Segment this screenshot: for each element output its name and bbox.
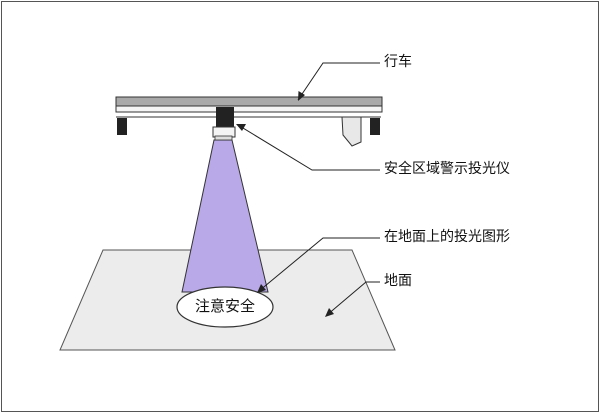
leader-projector [237,124,380,171]
arrowhead-projector [236,124,246,131]
hoist-bracket [341,116,362,147]
ellipse-warning-text: 注意安全 [195,297,256,315]
label-projected-pattern: 在地面上的投光图形 [384,229,510,245]
arrowhead-crane [298,91,305,101]
label-ground: 地面 [384,273,412,289]
label-crane: 行车 [384,54,412,70]
crane-wheel-right [370,118,380,135]
light-beam [181,139,269,293]
leader-crane [297,62,380,101]
arrowhead-pattern [257,284,266,293]
projected-ellipse [176,286,274,328]
label-projector: 安全区域警示投光仪 [384,161,510,177]
crane-girder-base [115,105,383,113]
projector-lens [214,135,233,141]
crane-wheel-left [117,118,127,135]
arrowhead-ground [325,308,334,317]
projector-body [216,107,234,127]
leader-ground [326,281,380,316]
leader-pattern [258,237,380,292]
projector-mount [212,126,236,138]
